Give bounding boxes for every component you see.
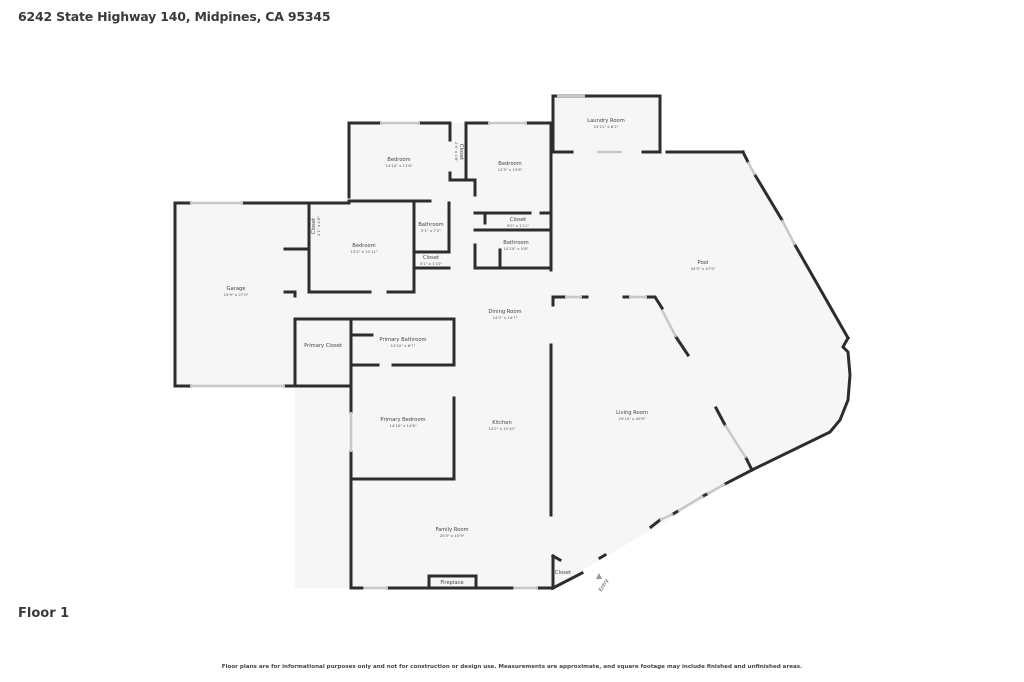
room-label-living-room: Living Room 29'10" x 40'6" — [616, 410, 648, 421]
svg-text:Family Room: Family Room — [435, 527, 468, 533]
svg-text:Kitchen: Kitchen — [492, 420, 512, 426]
svg-text:Primary Bathroom: Primary Bathroom — [379, 337, 426, 343]
svg-text:2'9" x 4'8": 2'9" x 4'8" — [454, 142, 459, 162]
svg-text:15'2" x 12'11": 15'2" x 12'11" — [350, 249, 377, 254]
room-label-bedroom-2: Bedroom 12'5" x 13'8" — [498, 161, 523, 172]
room-label-pool: Pool 44'5" x 47'5" — [691, 260, 716, 271]
room-label-bedroom-1: Bedroom 14'10" x 11'6" — [385, 157, 412, 168]
svg-text:Pool: Pool — [698, 260, 709, 266]
svg-text:19'9" x 27'0": 19'9" x 27'0" — [224, 292, 249, 297]
svg-text:Laundry Room: Laundry Room — [587, 118, 625, 124]
property-address: 6242 State Highway 140, Midpines, CA 953… — [18, 9, 331, 24]
disclaimer: Floor plans are for informational purpos… — [221, 664, 803, 670]
room-label-primary-closet: Primary Closet — [304, 343, 342, 349]
svg-text:Closet: Closet — [555, 570, 571, 576]
svg-text:Primary Closet: Primary Closet — [304, 343, 342, 349]
svg-text:14'10" x 11'6": 14'10" x 11'6" — [385, 163, 412, 168]
svg-text:9'5" x 1'11": 9'5" x 1'11" — [507, 223, 530, 228]
walls — [173, 94, 852, 591]
room-label-bedroom-3: Bedroom 15'2" x 12'11" — [350, 243, 377, 254]
room-label-primary-bathroom: Primary Bathroom 14'10" x 6'7" — [379, 337, 426, 348]
svg-text:14'10" x 6'7": 14'10" x 6'7" — [391, 343, 416, 348]
svg-text:Dining Room: Dining Room — [488, 309, 521, 315]
svg-text:29'10" x 40'6": 29'10" x 40'6" — [618, 416, 645, 421]
svg-text:Primary Bedroom: Primary Bedroom — [380, 417, 425, 423]
room-label-closet-4: Closet 5'1" x 1'10" — [420, 255, 443, 266]
svg-text:Garage: Garage — [227, 286, 246, 292]
svg-text:Bedroom: Bedroom — [352, 243, 375, 249]
svg-text:5'1" x 1'10": 5'1" x 1'10" — [420, 261, 443, 266]
svg-text:Closet: Closet — [458, 144, 464, 160]
room-label-kitchen: Kitchen 14'2" x 15'10" — [488, 420, 515, 431]
svg-text:14'10" x 14'8": 14'10" x 14'8" — [389, 423, 416, 428]
svg-text:12'5" x 13'8": 12'5" x 13'8" — [498, 167, 523, 172]
svg-text:Closet: Closet — [423, 255, 439, 261]
svg-text:14'2" x 15'10": 14'2" x 15'10" — [488, 426, 515, 431]
entry-arrow-icon — [596, 573, 602, 579]
svg-text:Bathroom: Bathroom — [503, 240, 528, 246]
svg-text:2'1" x 4'8": 2'1" x 4'8" — [316, 216, 321, 236]
svg-text:Bedroom: Bedroom — [387, 157, 410, 163]
svg-text:44'5" x 47'5": 44'5" x 47'5" — [691, 266, 716, 271]
room-label-closet-3: Closet 2'1" x 4'8" — [311, 216, 321, 236]
room-label-primary-bedroom: Primary Bedroom 14'10" x 14'8" — [380, 417, 425, 428]
svg-text:Bathroom: Bathroom — [418, 222, 443, 228]
room-label-fireplace: Fireplace — [440, 580, 463, 586]
svg-text:10'10" x 5'8": 10'10" x 5'8" — [504, 246, 529, 251]
svg-text:20'5" x 15'9": 20'5" x 15'9" — [440, 533, 465, 538]
room-label-family-room: Family Room 20'5" x 15'9" — [435, 527, 468, 538]
svg-text:15'11" x 8'2": 15'11" x 8'2" — [594, 124, 619, 129]
entry-marker: Entry — [596, 573, 610, 593]
svg-text:14'2" x 14'7": 14'2" x 14'7" — [493, 315, 518, 320]
svg-text:Fireplace: Fireplace — [440, 580, 463, 586]
room-label-laundry: Laundry Room 15'11" x 8'2" — [587, 118, 625, 129]
svg-text:5'1" x 7'2": 5'1" x 7'2" — [421, 228, 441, 233]
svg-text:Bedroom: Bedroom — [498, 161, 521, 167]
svg-text:Living Room: Living Room — [616, 410, 648, 416]
room-label-garage: Garage 19'9" x 27'0" — [224, 286, 249, 297]
room-label-dining-room: Dining Room 14'2" x 14'7" — [488, 309, 521, 320]
windows — [190, 94, 797, 590]
room-label-closet-1: Closet 2'9" x 4'8" — [454, 142, 464, 162]
svg-text:Closet: Closet — [510, 217, 526, 223]
floor-label: Floor 1 — [18, 606, 70, 621]
room-label-closet-5: Closet — [555, 570, 571, 576]
room-label-bathroom-2: Bathroom 10'10" x 5'8" — [503, 240, 528, 251]
svg-text:Entry: Entry — [598, 578, 610, 593]
svg-text:Closet: Closet — [311, 218, 317, 234]
room-label-closet-2: Closet 9'5" x 1'11" — [507, 217, 530, 228]
room-label-bathroom-1: Bathroom 5'1" x 7'2" — [418, 222, 443, 233]
